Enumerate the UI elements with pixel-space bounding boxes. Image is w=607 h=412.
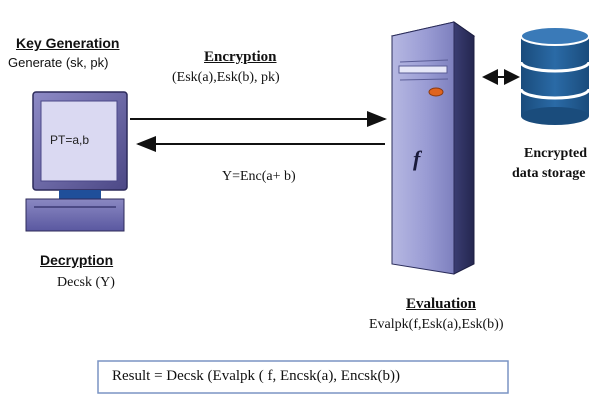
evaluation-title: Evaluation [406,296,477,312]
result-box [97,360,509,394]
decryption-title: Decryption [40,252,114,268]
decryption-text: Decsk (Y) [57,275,115,290]
client-computer [25,91,128,232]
monitor-stand [59,190,101,199]
encryption-title: Encryption [204,49,277,65]
evaluation-server [390,21,476,275]
screen-text: PT=a,b [50,133,90,147]
result-formula: Result = Decsk (Evalpk ( f, Encsk(a), En… [112,368,400,384]
monitor-screen [40,100,118,182]
key-generation-text: Generate (sk, pk) [8,55,109,70]
evaluation-text: Evalpk(f,Esk(a),Esk(b)) [369,317,504,332]
computer-base [25,198,125,232]
server-face [391,21,455,275]
storage-label-line2: data storage [512,166,586,181]
database-icon [519,26,591,125]
server-power-light [428,87,444,97]
encryption-text: (Esk(a),Esk(b), pk) [172,70,280,85]
key-generation-title: Key Generation [16,35,120,51]
server-drive-bay [398,65,448,74]
storage-label-line1: Encrypted [524,146,587,161]
function-symbol: f [413,146,421,171]
return-message: Y=Enc(a+ b) [222,169,296,184]
